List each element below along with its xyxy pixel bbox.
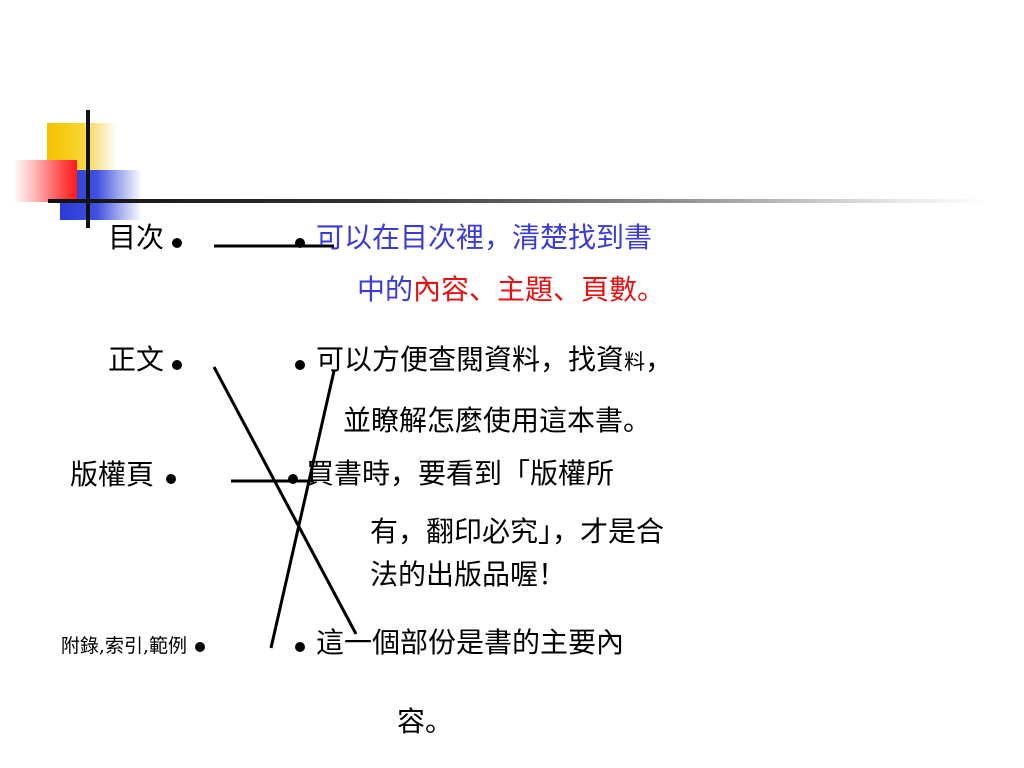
term-appendix: 附錄,索引,範例 <box>60 635 187 657</box>
desc-appendix-line1: 可以方便查閱資料，找資料， <box>316 342 673 380</box>
line-appendix <box>269 370 336 649</box>
desc-appendix-line1-b: 料 <box>624 350 646 374</box>
dot-right-appendix-desc <box>295 360 305 370</box>
term-body-text: 正文 <box>107 343 164 376</box>
desc-appendix-line1-c: ， <box>645 343 674 376</box>
dot-left-body-text <box>172 360 182 370</box>
desc-appendix-line1-a: 可以方便查閱資料，找資 <box>316 343 625 376</box>
desc-toc-line2-part1: 中的 <box>357 273 414 306</box>
dot-right-copyright-desc <box>288 474 298 484</box>
desc-body-line2: 容。 <box>397 705 454 738</box>
desc-toc-line2-part2: 內容、主題、頁數 <box>413 273 638 306</box>
term-copyright-page: 版權頁 <box>69 458 154 491</box>
decor-horizontal-rule <box>48 199 988 203</box>
desc-copyright-line1: 買書時，要看到「版權所 <box>306 457 615 490</box>
desc-copyright-line2: 有，翻印必究」，才是合 <box>370 515 665 548</box>
dot-left-copyright-page <box>166 474 176 484</box>
desc-appendix-line2: 並瞭解怎麼使用這本書。 <box>343 404 652 437</box>
desc-body-line1: 這一個部份是書的主要內 <box>316 626 625 659</box>
term-toc: 目次 <box>107 221 164 254</box>
desc-copyright-line3: 法的出版品喔！ <box>370 558 567 591</box>
decor-vertical-bar <box>86 110 90 228</box>
dot-right-toc <box>295 238 305 248</box>
dot-right-body-desc <box>295 642 305 652</box>
dot-left-appendix <box>195 642 205 652</box>
desc-toc-line1: 可以在目次裡，清楚找到書 <box>316 221 653 254</box>
dot-left-toc <box>172 238 182 248</box>
line-body-text <box>212 366 358 635</box>
desc-toc-line2-part3: 。 <box>637 273 666 306</box>
decor-red-square <box>13 160 77 202</box>
desc-toc-line2: 中的內容、主題、頁數。 <box>357 272 665 308</box>
